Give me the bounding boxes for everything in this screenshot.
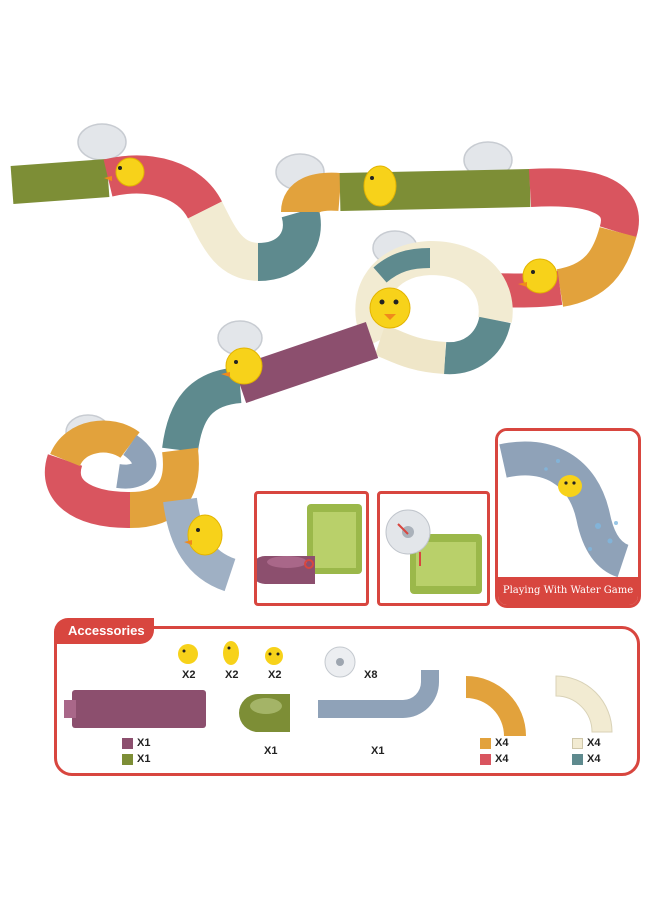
qty-long-a: X1 (137, 737, 151, 749)
track-cream-curve (188, 201, 262, 281)
duck-icon (363, 165, 397, 207)
qty-yellow-curve: X4 (495, 737, 509, 749)
mustard-curve-piece (466, 676, 526, 736)
duck-icon (221, 347, 263, 385)
qty-long-b: X1 (137, 753, 151, 765)
qty-teal-curve: X4 (587, 753, 601, 765)
swatch-coral (480, 754, 491, 765)
track-coral-loop (44, 454, 131, 528)
duck-icon (518, 258, 558, 294)
ducks (104, 157, 558, 556)
swatch-plum (122, 738, 133, 749)
qty-suction-cups: X8 (364, 669, 378, 681)
detail-inset-cup (254, 491, 369, 606)
inset-caption: Playing With Water Game (498, 577, 638, 605)
track-bluegray-inner (116, 435, 157, 489)
qty-red-curve: X4 (495, 753, 509, 765)
duck-icon (223, 641, 239, 665)
spiral-teal (443, 315, 511, 375)
qty-cream-curve: X4 (587, 737, 601, 749)
cup-connection-illustration (257, 504, 362, 584)
duck-icon (369, 287, 411, 329)
track-mustard-top (50, 420, 140, 468)
swatch-olive (122, 754, 133, 765)
bluegray-elbow-piece (318, 670, 439, 718)
qty-duck-1: X2 (182, 669, 196, 681)
detail-inset-suction (377, 491, 490, 606)
spiral-teal-top (373, 248, 431, 283)
track-plum-long (233, 322, 379, 403)
duck-icon (265, 647, 283, 665)
track-mustard-arc (556, 226, 637, 307)
duck-icon (104, 157, 145, 187)
track-coral-arc (528, 168, 639, 238)
duck-icon (184, 514, 223, 556)
qty-elbow: X1 (371, 745, 385, 757)
swatch-teal (572, 754, 583, 765)
qty-duck-3: X2 (268, 669, 282, 681)
track-teal-curve (256, 206, 321, 281)
duck-icon (178, 644, 198, 664)
qty-cup: X1 (264, 745, 278, 757)
accessories-title: Accessories (54, 618, 154, 644)
suction-cup-icon (324, 646, 356, 678)
swatch-cream (572, 738, 583, 749)
cream-curve-piece (555, 675, 613, 733)
swatch-mustard (480, 738, 491, 749)
water-splash-illustration (498, 431, 638, 578)
detail-inset-water-play: Playing With Water Game (495, 428, 641, 608)
qty-duck-2: X2 (225, 669, 239, 681)
track-olive-start (10, 159, 110, 204)
track-teal-descent (162, 367, 243, 453)
track-mustard-curve (281, 172, 342, 215)
track-mustard-loop (129, 447, 199, 528)
suction-mount-illustration (385, 509, 482, 594)
plum-track-piece (64, 690, 206, 728)
spiral-cream-inner (374, 324, 447, 374)
